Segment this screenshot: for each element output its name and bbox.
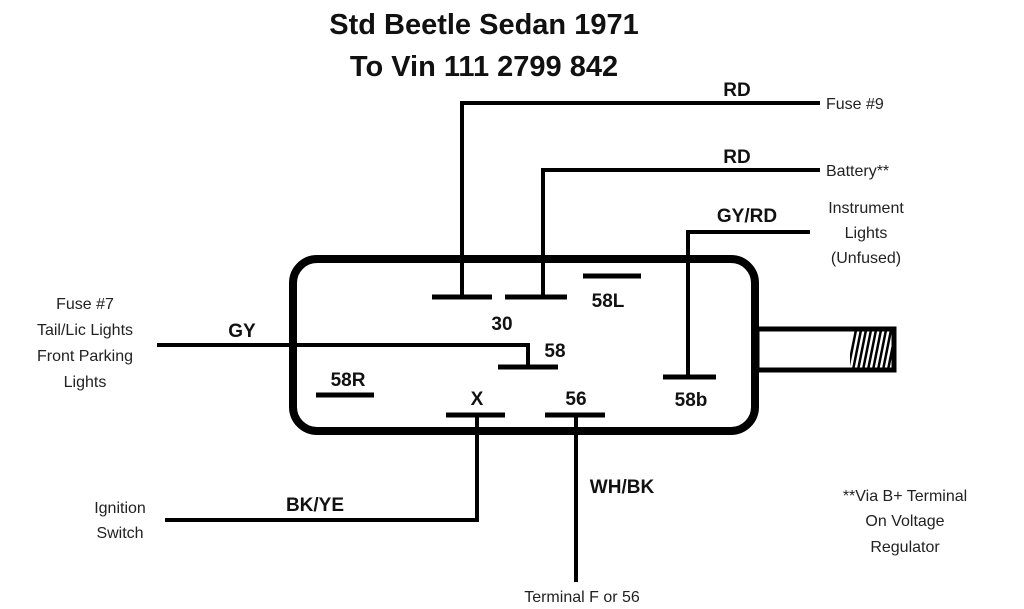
label-fuse7-1: Fuse #7 — [56, 296, 114, 313]
label-ignition-1: Ignition — [94, 500, 146, 517]
wire-color-battery: RD — [723, 147, 750, 168]
label-fuse7-2: Tail/Lic Lights — [37, 322, 133, 339]
wire-color-instrument: GY/RD — [717, 206, 777, 227]
terminal-x-label: X — [471, 389, 484, 410]
label-ignition-2: Switch — [96, 525, 143, 542]
wire-fuse7 — [157, 343, 530, 367]
label-terminal56: Terminal F or 56 — [524, 589, 640, 606]
wire-color-terminal56: WH/BK — [590, 477, 655, 498]
terminal-58-label: 58 — [544, 341, 565, 362]
label-instrument-3: (Unfused) — [831, 250, 901, 267]
wire-battery — [541, 168, 820, 297]
note-line-1: **Via B+ Terminal — [843, 488, 967, 505]
note-line-3: Regulator — [870, 539, 940, 556]
wire-color-ignition: BK/YE — [286, 495, 344, 516]
terminal-30-label: 30 — [491, 314, 512, 335]
label-fuse7-3: Front Parking — [37, 348, 133, 365]
wire-color-fuse7: GY — [228, 321, 256, 342]
label-battery: Battery** — [826, 163, 889, 180]
label-instrument-2: Lights — [845, 225, 888, 242]
wire-ignition — [165, 415, 479, 522]
title-line-2: To Vin 111 2799 842 — [350, 51, 618, 83]
title-line-1: Std Beetle Sedan 1971 — [329, 9, 638, 41]
label-instrument-1: Instrument — [828, 200, 904, 217]
label-fuse9: Fuse #9 — [826, 96, 884, 113]
label-fuse7-4: Lights — [64, 374, 107, 391]
note-line-2: On Voltage — [865, 513, 944, 530]
wire-color-fuse9: RD — [723, 80, 750, 101]
terminal-58r-label: 58R — [331, 370, 366, 391]
terminal-58l-label: 58L — [592, 291, 625, 312]
terminal-56-label: 56 — [565, 389, 586, 410]
wire-instrument-lights — [686, 230, 810, 377]
switch-knob-shaft — [754, 326, 897, 373]
terminal-58b-label: 58b — [675, 390, 708, 411]
wire-fuse9 — [460, 101, 820, 297]
